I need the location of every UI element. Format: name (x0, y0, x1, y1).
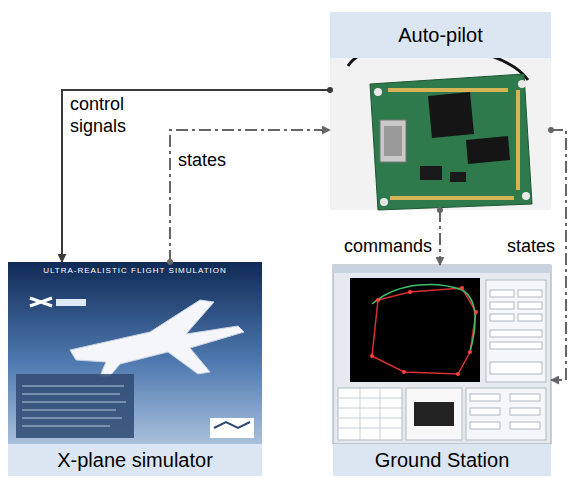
signal-arrow (62, 90, 330, 262)
caption-band: X-plane simulator (8, 444, 262, 476)
autopilot-photo (330, 44, 551, 210)
caption-band: Auto-pilot (330, 12, 551, 58)
image-box: Ground Station (333, 265, 551, 476)
signal-label: control signals (68, 94, 164, 138)
signal-arrow (439, 210, 441, 265)
xplane-screenshot (8, 262, 262, 444)
signal-label: states (505, 236, 557, 258)
image-box: Auto-pilot (330, 12, 551, 210)
junction-dot (167, 259, 173, 265)
junction-dot (437, 207, 443, 213)
image-box: X-plane simulator (8, 262, 262, 476)
ground-station-screenshot (333, 265, 551, 444)
signal-label: states (176, 150, 228, 172)
signal-arrow (170, 130, 330, 262)
caption-band: Ground Station (333, 444, 551, 476)
junction-dot (327, 87, 333, 93)
signal-label: commands (342, 236, 434, 258)
screen-text: ULTRA-REALISTIC FLIGHT SIMULATION (43, 266, 227, 275)
junction-dot (548, 127, 554, 133)
